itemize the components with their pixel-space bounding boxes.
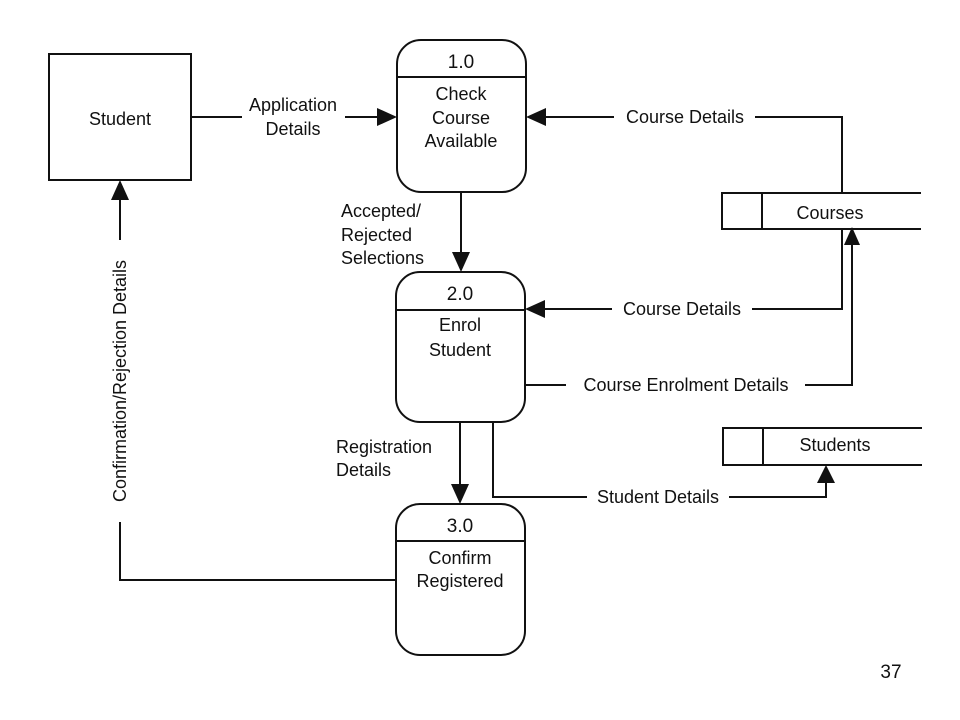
- flow-course-details-to-enrol-label: Course Details: [623, 299, 741, 319]
- flow-confirmation-rejection-label: Confirmation/Rejection Details: [110, 260, 130, 502]
- courses-store-label: Courses: [796, 203, 863, 223]
- process-3-number: 3.0: [447, 516, 473, 537]
- process-3-confirm-registered[interactable]: 3.0 Confirm Registered: [395, 503, 526, 656]
- flow-course-details-to-check-label: Course Details: [626, 107, 744, 127]
- flow-registration-details-label-line2: Details: [336, 460, 391, 480]
- flow-accepted-rejected-label-line2: Rejected: [341, 225, 412, 245]
- flow-course-details-to-check-line-a: [755, 116, 843, 193]
- flow-student-details-label: Student Details: [597, 487, 719, 507]
- student-entity-label: Student: [89, 109, 151, 129]
- flow-application-details-arrowhead: [377, 108, 397, 126]
- process-1-label-line1: Check: [435, 84, 487, 104]
- flow-accepted-rejected-arrowhead: [452, 252, 470, 272]
- process-3-label-line2: Registered: [416, 571, 503, 591]
- flow-course-enrolment-details-arrowhead: [844, 227, 860, 245]
- process-2-enrol-student[interactable]: 2.0 Enrol Student: [395, 271, 526, 423]
- flow-course-enrolment-details[interactable]: Course Enrolment Details: [525, 227, 860, 395]
- students-data-store[interactable]: Students: [722, 427, 922, 466]
- flow-accepted-rejected-label-line1: Accepted/: [341, 201, 421, 221]
- flow-application-details[interactable]: Application Details: [191, 95, 397, 139]
- courses-data-store[interactable]: Courses: [721, 192, 921, 230]
- page-number: 37: [880, 662, 901, 683]
- flow-course-details-to-enrol[interactable]: Course Details: [525, 229, 843, 319]
- flow-confirmation-rejection-details[interactable]: Confirmation/Rejection Details: [110, 180, 396, 581]
- flow-application-details-label-line1: Application: [249, 95, 337, 115]
- courses-store-outline: [721, 192, 921, 230]
- flow-student-details-line-a: [492, 422, 587, 498]
- students-store-outline: [722, 427, 922, 466]
- flow-accepted-rejected-selections[interactable]: Accepted/ Rejected Selections: [341, 192, 470, 272]
- process-2-label-line2: Student: [429, 340, 491, 360]
- process-3-label-line1: Confirm: [428, 548, 491, 568]
- flow-student-details[interactable]: Student Details: [492, 422, 835, 507]
- student-entity-box: [48, 53, 192, 181]
- flow-student-details-line-b: [729, 482, 827, 498]
- process-1-label-line2: Course: [432, 108, 490, 128]
- flow-course-details-to-enrol-arrowhead: [525, 300, 545, 318]
- process-1-label-line3: Available: [425, 131, 498, 151]
- flow-accepted-rejected-label-line3: Selections: [341, 248, 424, 268]
- students-store-label: Students: [799, 435, 870, 455]
- flow-application-details-label-line2: Details: [265, 119, 320, 139]
- process-1-number: 1.0: [448, 52, 474, 73]
- process-1-check-course-available[interactable]: 1.0 Check Course Available: [396, 39, 527, 193]
- flow-registration-details[interactable]: Registration Details: [336, 422, 469, 504]
- flow-course-details-to-enrol-line-a: [752, 229, 843, 310]
- flow-confirmation-rejection-line-a: [119, 522, 396, 581]
- flow-confirmation-rejection-arrowhead: [111, 180, 129, 200]
- process-2-label-line1: Enrol: [439, 315, 481, 335]
- flow-course-enrolment-details-line-b: [805, 244, 853, 386]
- flow-student-details-arrowhead: [817, 465, 835, 483]
- flow-registration-details-label-line1: Registration: [336, 437, 432, 457]
- flow-course-details-to-check[interactable]: Course Details: [526, 107, 843, 193]
- student-entity[interactable]: Student: [48, 53, 192, 181]
- flow-course-enrolment-details-label: Course Enrolment Details: [583, 375, 788, 395]
- process-2-number: 2.0: [447, 284, 473, 305]
- flow-registration-details-arrowhead: [451, 484, 469, 504]
- flow-course-details-to-check-arrowhead: [526, 108, 546, 126]
